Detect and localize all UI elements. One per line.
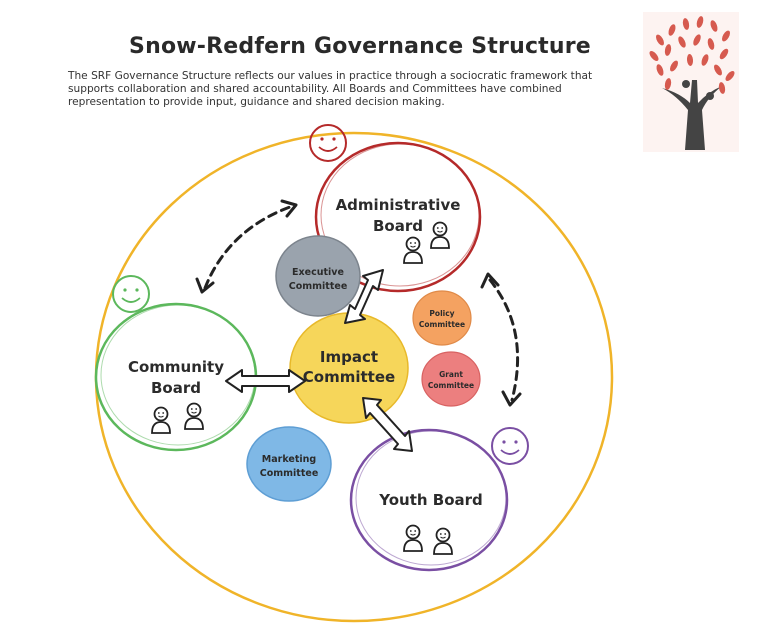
smiley-icon: [491, 427, 529, 465]
smiley-icon: [112, 275, 150, 313]
grant-committee-label: Grant: [439, 370, 463, 379]
community-board-label: Community: [128, 358, 224, 376]
double-arrow-impact-youth: [362, 397, 413, 452]
marketing-committee[interactable]: Marketing Committee: [246, 426, 332, 502]
page-title: Snow-Redfern Governance Structure: [129, 34, 591, 59]
policy-committee-label-2: Committee: [419, 320, 465, 329]
impact-committee[interactable]: Impact Committee: [289, 312, 409, 424]
intro-paragraph: The SRF Governance Structure reflects ou…: [68, 70, 593, 108]
administrative-board-label-2: Board: [373, 217, 423, 235]
arrowhead-icon: [501, 390, 522, 407]
community-board-label-2: Board: [151, 379, 201, 397]
executive-committee[interactable]: Executive Committee: [275, 235, 361, 317]
arrowhead-icon: [280, 199, 298, 218]
administrative-board-label: Administrative: [336, 196, 461, 214]
marketing-committee-label: Marketing: [262, 454, 316, 465]
marketing-committee-label-2: Committee: [260, 468, 319, 479]
community-board[interactable]: Community Board: [94, 302, 258, 452]
policy-committee-label: Policy: [429, 309, 454, 318]
executive-committee-label-2: Committee: [289, 281, 348, 292]
arrowhead-icon: [195, 277, 215, 294]
grant-committee-label-2: Committee: [428, 381, 474, 390]
arrowhead-icon: [480, 272, 500, 289]
grant-committee[interactable]: Grant Committee: [421, 351, 481, 407]
double-arrow-impact-administrative: [344, 269, 384, 324]
policy-committee[interactable]: Policy Committee: [412, 290, 472, 346]
dashed-arrow-right: [488, 278, 520, 402]
double-arrow-community-impact: [225, 369, 306, 393]
impact-committee-label: Impact: [320, 348, 378, 366]
smiley-icon: [309, 124, 347, 162]
dashed-arrow-left: [203, 205, 292, 290]
youth-board[interactable]: Youth Board: [349, 428, 509, 572]
executive-committee-label: Executive: [292, 267, 344, 278]
youth-board-label: Youth Board: [378, 491, 483, 509]
impact-committee-label-2: Committee: [303, 368, 395, 386]
tree-people-icon: [643, 12, 739, 152]
administrative-board[interactable]: Administrative Board: [314, 141, 482, 293]
